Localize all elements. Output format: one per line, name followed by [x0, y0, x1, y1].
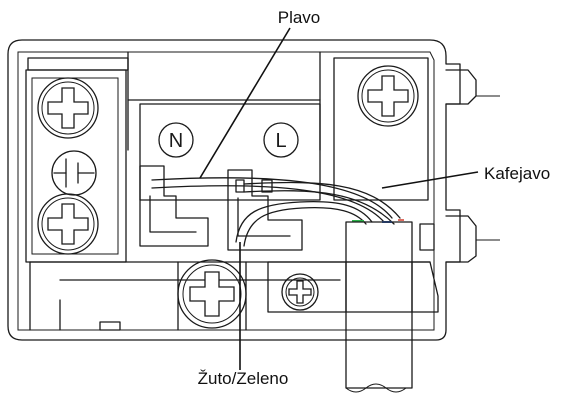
screw-icon: [177, 259, 247, 329]
earth-wire-label: Žuto/Zeleno: [198, 369, 289, 388]
wire-bundle: [151, 177, 404, 247]
kafejavo-leader-line: [381, 171, 479, 189]
terminal-clamps: [139, 165, 303, 251]
screw-icon: [281, 273, 319, 311]
cable-and-strain-relief: [267, 221, 439, 393]
plavo-leader-line: [199, 27, 291, 179]
screw-icon: [357, 65, 419, 127]
live-terminal-mark: L: [263, 122, 299, 158]
plug-housing: [7, 39, 500, 341]
earth-screw-housing: [177, 261, 247, 331]
screw-icon: [37, 193, 99, 255]
earth-terminal-block: [25, 69, 127, 263]
brown-wire-label: Kafejavo: [484, 164, 550, 183]
neutral-terminal-mark: N: [158, 122, 194, 158]
earth-symbol-icon: [51, 150, 97, 196]
blue-wire-label: Plavo: [278, 8, 321, 27]
live-terminal-label: L: [275, 130, 286, 152]
neutral-terminal-label: N: [169, 130, 183, 152]
screw-icon: [37, 77, 99, 139]
